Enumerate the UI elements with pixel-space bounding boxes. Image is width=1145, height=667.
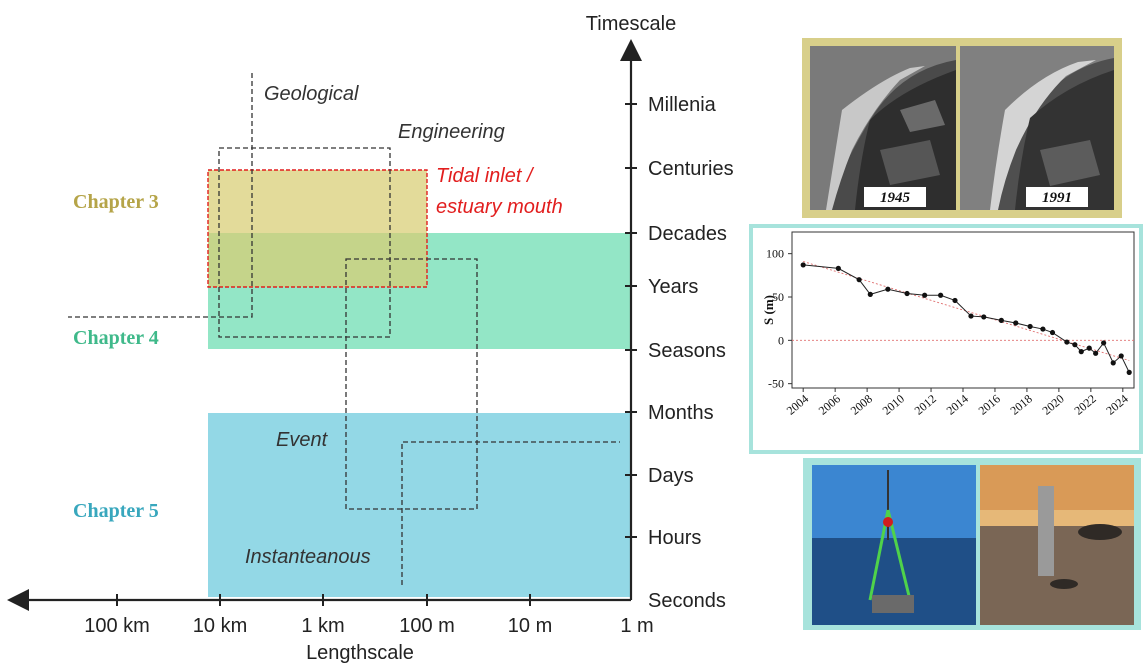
- chapter5-region: [208, 413, 632, 597]
- timescale-tick-seasons: Seasons: [648, 340, 726, 362]
- chart-data-point: [1110, 360, 1116, 366]
- aerial-year-1991: 1991: [1042, 190, 1072, 206]
- aerial-photo-1991: [960, 46, 1114, 210]
- chart-data-point: [968, 313, 974, 319]
- chart-data-point: [1064, 339, 1070, 345]
- chart-ticks: [788, 253, 1124, 392]
- chapter5-label: Chapter 5: [73, 500, 159, 522]
- chart-data-point: [1013, 320, 1019, 326]
- timescale-tick-seconds: Seconds: [648, 590, 726, 612]
- timescale-tick-months: Months: [648, 402, 714, 424]
- chart-data-point: [998, 317, 1004, 323]
- field-photo-beach-sunset: [980, 465, 1134, 625]
- chart-y-tick-label: 50: [772, 290, 784, 304]
- chart-data-point: [904, 290, 910, 297]
- aerial-year-1945: 1945: [880, 190, 911, 206]
- chart-y-tick-label: -50: [768, 377, 784, 391]
- chart-data-point: [885, 286, 891, 292]
- tidal-inlet-label-line2: estuary mouth: [436, 196, 563, 218]
- chart-data-point: [1118, 353, 1124, 359]
- chart-data-point: [1078, 349, 1084, 355]
- chart-y-tick-label: 100: [766, 247, 784, 261]
- geological-region-outline: [68, 73, 253, 318]
- instantaneous-region-outline: [401, 441, 620, 585]
- timescale-tick-centuries: Centuries: [648, 158, 734, 180]
- chart-data-point: [1101, 340, 1107, 346]
- lengthscale-tick-1m: 1 m: [620, 615, 653, 637]
- chart-y-axis-label: S (m): [761, 295, 776, 325]
- chart-data-point: [1093, 350, 1099, 356]
- engineering-region-outline: [218, 147, 391, 338]
- timescale-tick-decades: Decades: [648, 223, 727, 245]
- timescale-tick-millenia: Millenia: [648, 94, 717, 116]
- lengthscale-tick-100m: 100 m: [399, 615, 455, 637]
- lengthscale-axis-title: Lengthscale: [306, 642, 414, 664]
- geological-label: Geological: [264, 83, 359, 105]
- chart-data-point: [1072, 342, 1078, 348]
- chart-data-point: [952, 297, 958, 304]
- aerial-photo-panel: 1945 1991: [802, 38, 1122, 218]
- chart-data-point: [922, 292, 928, 298]
- chart-data-point: [1126, 369, 1132, 375]
- lengthscale-tick-1km: 1 km: [301, 615, 344, 637]
- chart-y-tick-labels: 100 50 0 -50: [766, 247, 784, 391]
- chart-data-point: [1049, 329, 1056, 336]
- chart-data-point: [800, 262, 806, 268]
- field-photos-panel: [803, 458, 1141, 630]
- chapter3-label: Chapter 3: [73, 191, 159, 213]
- event-label: Event: [276, 429, 329, 451]
- chart-data-point: [1040, 326, 1046, 332]
- tidal-inlet-outline: [207, 169, 428, 288]
- timescale-tick-years: Years: [648, 276, 698, 298]
- chart-data-point: [1086, 345, 1092, 351]
- instantaneous-label: Instanteanous: [245, 546, 371, 568]
- chart-data-point: [867, 291, 873, 297]
- engineering-label: Engineering: [398, 121, 505, 143]
- field-photo-sea-deployment: [812, 465, 976, 625]
- timescale-axis-title: Timescale: [586, 13, 676, 35]
- event-region-outline: [345, 258, 478, 510]
- chapter4-label: Chapter 4: [73, 327, 159, 349]
- tidal-inlet-label-line1: Tidal inlet /: [436, 165, 535, 187]
- chart-points: [800, 262, 1132, 375]
- chart-data-point: [856, 277, 862, 283]
- chart-y-tick-label: 0: [778, 333, 784, 347]
- lengthscale-tick-100km: 100 km: [84, 615, 150, 637]
- chart-data-point: [938, 292, 944, 298]
- chart-data-point: [981, 314, 987, 320]
- lengthscale-tick-10km: 10 km: [193, 615, 247, 637]
- chapter3-region: [208, 170, 427, 287]
- timescale-ticks: [625, 103, 637, 538]
- timescale-tick-hours: Hours: [648, 527, 701, 549]
- chart-data-point: [1027, 323, 1033, 330]
- chart-data-point: [835, 265, 841, 271]
- lengthscale-tick-10m: 10 m: [508, 615, 552, 637]
- timescale-tick-days: Days: [648, 465, 694, 487]
- aerial-photo-1945: [810, 46, 956, 210]
- lengthscale-ticks: [116, 594, 531, 606]
